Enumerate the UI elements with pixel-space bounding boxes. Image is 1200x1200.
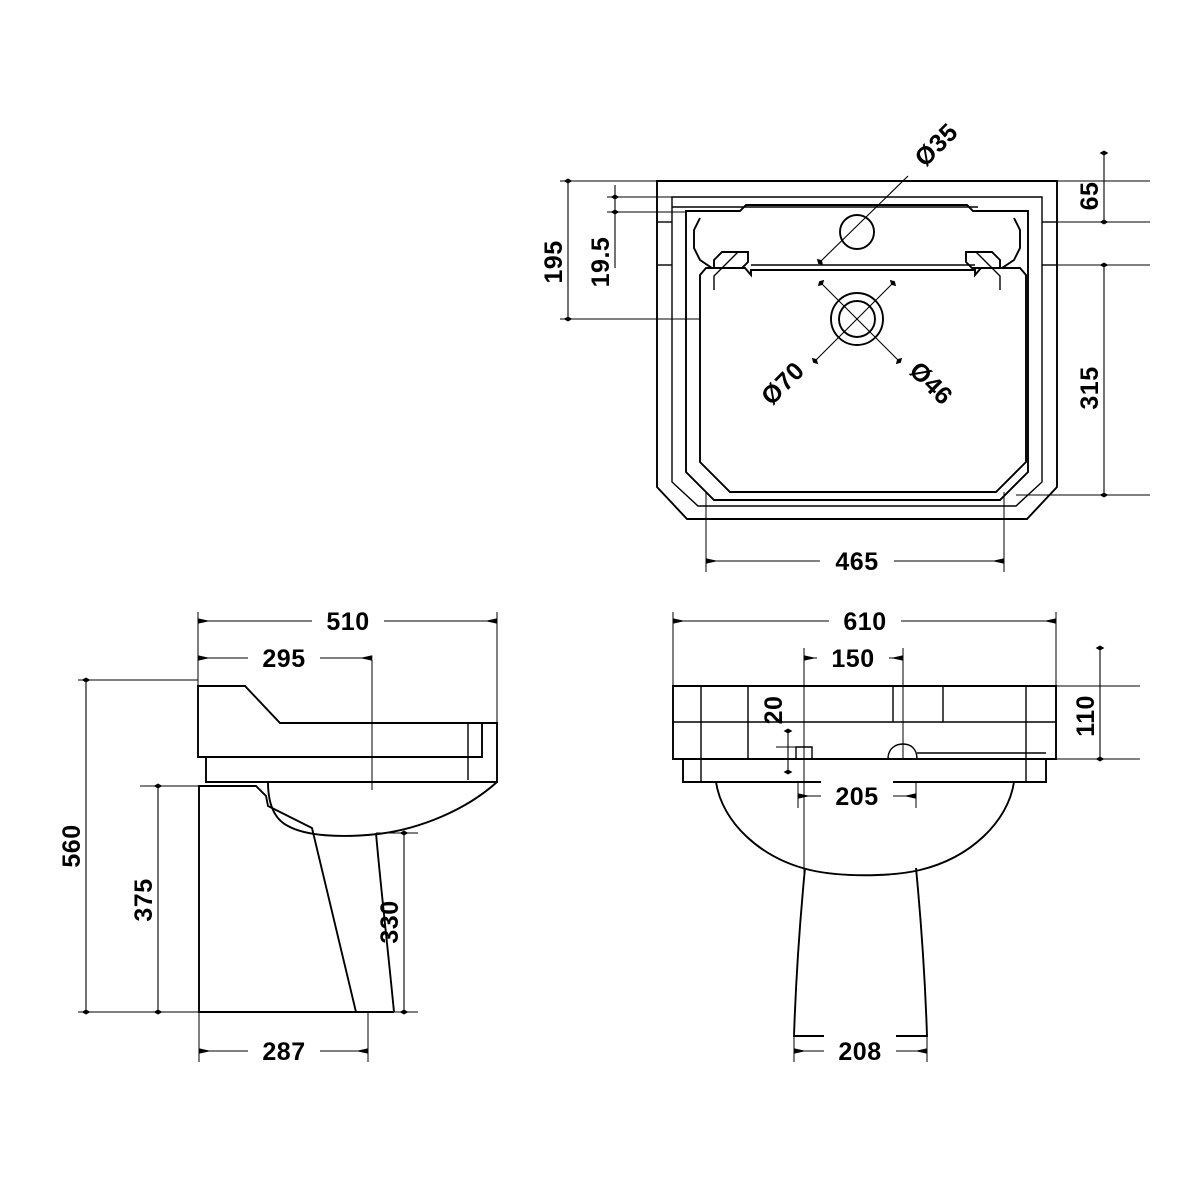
- dim-465-text-backer: [820, 545, 894, 575]
- dim-20-label: 20: [760, 696, 788, 725]
- dim-208-text-backer: [824, 1034, 896, 1064]
- dim-208-label: 208: [838, 1038, 881, 1066]
- dia35-label: Ø35: [909, 118, 963, 172]
- front-view-group: 610 150 20 110 205 208: [672, 604, 1140, 1066]
- side-view-bowl-underside: [267, 781, 498, 837]
- dim-205-label: 205: [835, 783, 878, 811]
- dim-315-label: 315: [1076, 366, 1104, 409]
- dim-295-text-backer: [248, 641, 320, 671]
- dim-287-text-backer: [248, 1034, 320, 1064]
- side-view-basin-body: [197, 685, 483, 758]
- front-view-bowl-underside: [715, 781, 1015, 877]
- dim-195-label: 195: [540, 240, 568, 283]
- side-view-pedestal-front-edge: [375, 832, 395, 1013]
- top-view-right-recess-tail: [966, 251, 1001, 290]
- dim-510-label: 510: [326, 608, 369, 636]
- dim-375-label: 375: [130, 878, 158, 921]
- dim-287-label: 287: [262, 1038, 305, 1066]
- dim-205-text-backer: [821, 779, 893, 809]
- tap-hole-circle: [839, 214, 875, 250]
- front-view-basin-apron: [682, 759, 1047, 783]
- dia70-leader-line: [811, 279, 897, 365]
- top-view-inner-rim: [685, 204, 1029, 501]
- top-view-group: Ø35 Ø70 Ø46 195 19.5 65 315 465: [540, 118, 1150, 576]
- dim-295-label: 295: [262, 645, 305, 673]
- top-view-right-tap-recess: [965, 217, 1021, 269]
- dim-110-label: 110: [1072, 695, 1100, 737]
- top-view-left-tap-recess: [693, 217, 749, 269]
- dim-560-label: 560: [58, 824, 86, 867]
- top-view-second-rim: [671, 196, 1043, 507]
- dia35-leader-line: [816, 175, 909, 266]
- dim-330-label: 330: [376, 900, 404, 943]
- dim-465-label: 465: [835, 548, 878, 576]
- dia46-label: Ø46: [904, 356, 958, 410]
- dia46-leader-line: [817, 279, 903, 365]
- dim-65-label: 65: [1076, 182, 1104, 211]
- side-view-group: 510 295 560 375 330 287: [58, 604, 498, 1066]
- dim-19-5-label: 19.5: [587, 237, 615, 288]
- top-view-left-recess-tail: [713, 251, 748, 290]
- front-view-pedestal: [793, 867, 928, 1037]
- dim-150-text-backer: [817, 641, 889, 671]
- dim-610-text-backer: [829, 604, 901, 634]
- dim-610-label: 610: [843, 608, 886, 636]
- dim-150-label: 150: [831, 645, 874, 673]
- dim-510-text-backer: [312, 604, 384, 634]
- top-view-outer-rim: [656, 180, 1058, 520]
- dia70-label: Ø70: [756, 356, 810, 410]
- side-view-pedestal: [198, 785, 358, 1013]
- side-view-basin-skirt: [205, 722, 498, 783]
